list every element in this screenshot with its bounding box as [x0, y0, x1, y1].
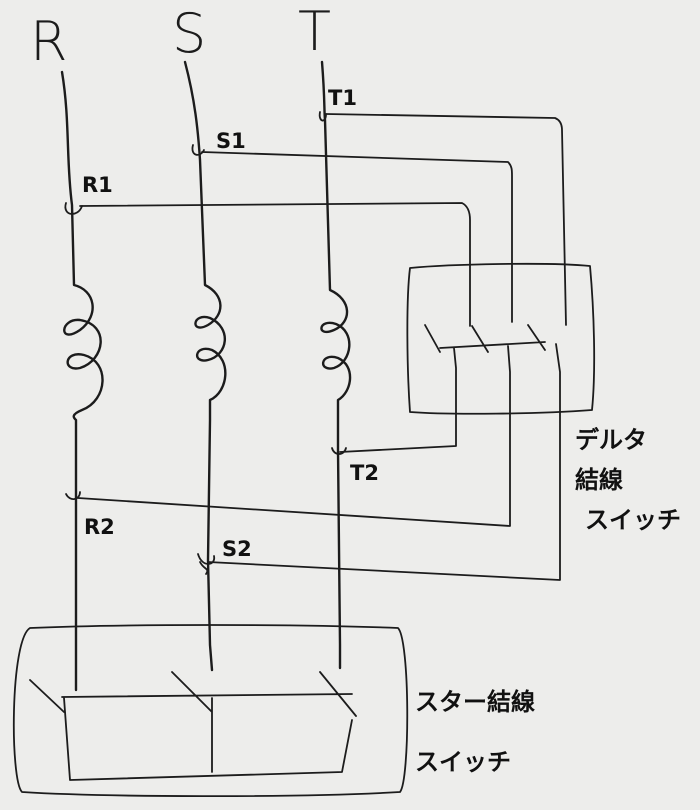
- s1-wire: [201, 151, 513, 323]
- delta-switch-label-3: スイッチ: [585, 506, 681, 534]
- phase-s-label: S: [172, 2, 206, 65]
- star-switch-box: [12, 624, 409, 798]
- t1-hook: [318, 111, 327, 122]
- terminal-s2: S2: [222, 537, 252, 561]
- delta-switch-blades: [77, 324, 561, 581]
- r1-wire: [79, 202, 471, 327]
- t-line: [320, 60, 352, 670]
- terminal-s1: S1: [216, 129, 246, 153]
- delta-switch-label-2: 結線: [575, 466, 623, 494]
- t1-wire: [325, 113, 567, 326]
- t2-hook: [331, 447, 347, 455]
- terminal-t1: T1: [328, 86, 357, 110]
- terminal-r1: R1: [82, 173, 113, 197]
- r2-hook: [65, 491, 81, 500]
- phase-t-label: T: [298, 0, 331, 63]
- terminal-t2: T2: [350, 461, 379, 485]
- r-line: [60, 70, 104, 692]
- star-switch-blades: [29, 671, 357, 781]
- delta-switch-label-1: デルタ: [575, 426, 647, 454]
- s-line: [183, 60, 227, 672]
- phase-r-label: R: [30, 10, 68, 73]
- star-switch-label-1: スター結線: [415, 688, 535, 716]
- delta-switch-box: [406, 262, 596, 415]
- terminal-r2: R2: [84, 515, 115, 539]
- s2-hook: [197, 553, 215, 575]
- star-switch-label-2: スイッチ: [415, 748, 511, 776]
- r1-hook: [64, 202, 83, 215]
